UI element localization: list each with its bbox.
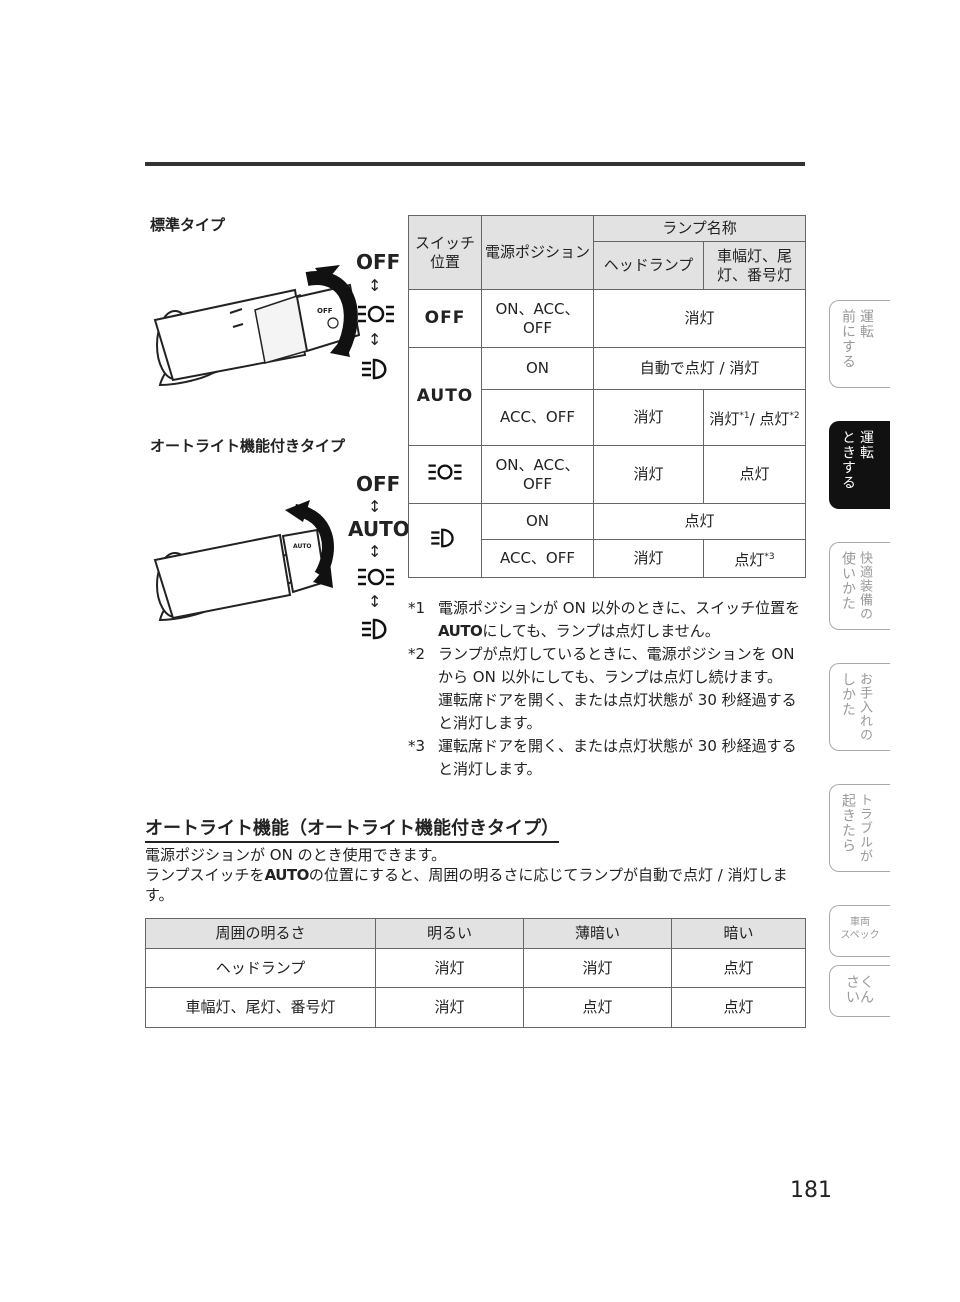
diagram2-auto-label: AUTO xyxy=(348,517,410,541)
headlight-icon xyxy=(408,503,482,578)
headlight-icon xyxy=(360,357,394,385)
parking-light-icon xyxy=(356,302,396,330)
tab-trouble[interactable]: トラブルが 起きたら xyxy=(829,784,890,872)
diagram2-arrow-2: ↕ xyxy=(368,542,382,561)
diagram2-arrow-1: ↕ xyxy=(368,497,382,516)
page-number: 181 xyxy=(790,1178,832,1203)
svg-text:OFF: OFF xyxy=(317,307,333,315)
table-cell: ON xyxy=(481,347,594,390)
diagram2-off-label: OFF xyxy=(356,472,401,496)
diagram1-arrow-2: ↕ xyxy=(368,330,382,349)
section-heading: オートライト機能（オートライト機能付きタイプ） xyxy=(145,814,559,843)
top-rule xyxy=(145,162,805,166)
table-cell: 消灯 xyxy=(375,987,524,1028)
description-paragraph: 電源ポジションが ON のとき使用できます。 ランプスイッチをAUTOの位置にす… xyxy=(145,846,788,904)
header-brightness: 周囲の明るさ xyxy=(145,918,376,949)
header-dark: 暗い xyxy=(671,918,806,949)
diagram1-arrow-1: ↕ xyxy=(368,276,382,295)
footnote-3: *3 運転席ドアを開く、または点灯状態が 30 秒経過すると消灯します。 xyxy=(408,737,797,778)
table-cell: 車幅灯、尾灯、番号灯 xyxy=(145,987,376,1028)
standard-lever-illustration: OFF xyxy=(153,265,361,387)
table-cell: ON、ACC、OFF xyxy=(481,445,594,504)
tab-before-driving[interactable]: 運転 前にする xyxy=(829,300,890,388)
table-cell: 消灯 xyxy=(593,539,704,578)
headlight-icon xyxy=(360,617,394,645)
table-cell: 消灯 xyxy=(375,948,524,988)
header-sidelamp: 車幅灯、尾灯、番号灯 xyxy=(703,241,806,290)
table-cell: ACC、OFF xyxy=(481,389,594,446)
tab-maintenance[interactable]: お手入れの しかた xyxy=(829,663,890,751)
section-label-autolight: オートライト機能付きタイプ xyxy=(150,437,346,455)
table-cell: 消灯 xyxy=(593,389,704,446)
diagram2-arrow-3: ↕ xyxy=(368,592,382,611)
table-cell: ON xyxy=(481,503,594,540)
table-cell: 消灯 xyxy=(593,445,704,504)
header-headlamp: ヘッドランプ xyxy=(593,241,704,290)
section-label-standard: 標準タイプ xyxy=(150,216,226,234)
header-switch: スイッチ位置 xyxy=(408,215,482,290)
table-cell: 自動で点灯 / 消灯 xyxy=(593,347,806,390)
brightness-table: 周囲の明るさ 明るい 薄暗い 暗い ヘッドランプ 消灯 消灯 点灯 車幅灯、尾灯… xyxy=(145,918,806,1028)
parking-light-icon xyxy=(408,445,482,504)
tab-specs[interactable]: 車両 スペック xyxy=(829,905,890,957)
table-cell: ヘッドランプ xyxy=(145,948,376,988)
diagram1-off-label: OFF xyxy=(356,250,401,274)
table-row: ヘッドランプ 消灯 消灯 点灯 xyxy=(145,948,806,988)
footnote-1: *1 電源ポジションが ON 以外のときに、スイッチ位置をAUTOにしても、ラン… xyxy=(408,599,801,640)
table-cell: 消灯 xyxy=(523,948,672,988)
tab-while-driving[interactable]: 運転 ときする xyxy=(829,421,890,509)
switch-position-table: スイッチ位置 電源ポジション ランプ名称 ヘッドランプ 車幅灯、尾灯、番号灯 O… xyxy=(408,215,806,578)
switch-auto-cell: AUTO xyxy=(408,347,482,446)
table-cell: 点灯 xyxy=(593,503,806,540)
table-cell: 点灯 xyxy=(671,987,806,1028)
autolight-lever-illustration: AUTO xyxy=(153,500,334,622)
svg-text:AUTO: AUTO xyxy=(293,543,312,550)
switch-off-cell: OFF xyxy=(408,289,482,348)
table-cell: 点灯 xyxy=(671,948,806,988)
header-power: 電源ポジション xyxy=(481,215,594,290)
table-cell: 点灯 xyxy=(703,445,806,504)
table-cell: 点灯 xyxy=(523,987,672,1028)
table-row: 車幅灯、尾灯、番号灯 消灯 点灯 点灯 xyxy=(145,987,806,1028)
table-cell: 消灯 xyxy=(593,289,806,348)
table-cell: ON、ACC、OFF xyxy=(481,289,594,348)
header-bright: 明るい xyxy=(375,918,524,949)
footnote-2: *2 ランプが点灯しているときに、電源ポジションを ON から ON 以外にして… xyxy=(408,645,797,732)
header-dim: 薄暗い xyxy=(523,918,672,949)
table-cell: ACC、OFF xyxy=(481,539,594,578)
tab-comfort-features[interactable]: 快適装備の 使いかた xyxy=(829,542,890,630)
table-cell: 消灯*1/ 点灯*2 xyxy=(703,389,806,446)
table-cell: 点灯*3 xyxy=(703,539,806,578)
parking-light-icon xyxy=(356,565,396,593)
header-lamp: ランプ名称 xyxy=(593,215,806,242)
footnotes: *1 電源ポジションが ON 以外のときに、スイッチ位置をAUTOにしても、ラン… xyxy=(408,597,808,781)
tab-index[interactable]: さく いん xyxy=(829,965,890,1017)
